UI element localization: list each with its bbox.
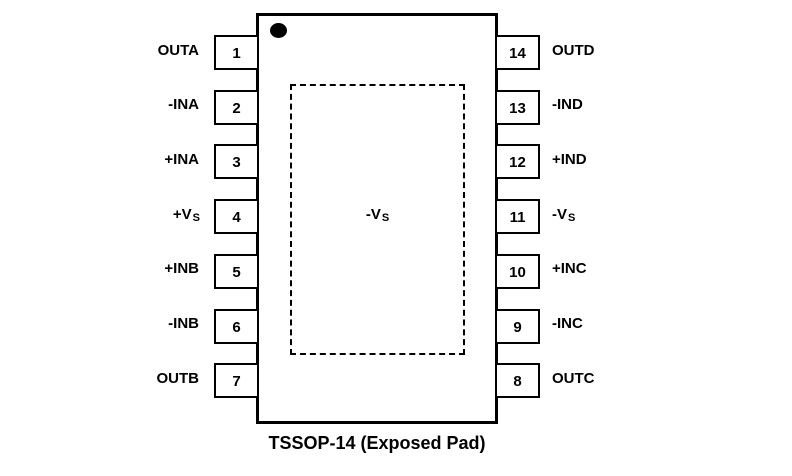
pin1-indicator-dot (270, 23, 287, 38)
pin-name-sub: S (192, 212, 200, 224)
package-caption: TSSOP-14 (Exposed Pad) (268, 433, 486, 453)
pin-label-10: +INC (552, 260, 588, 281)
pin-box-13: 13 (497, 90, 540, 125)
package-body (256, 13, 498, 424)
pin-number: 6 (232, 319, 241, 336)
pin-name: OUTD (552, 42, 595, 59)
pin-number: 11 (509, 209, 526, 226)
pin-name: OUTC (552, 370, 595, 387)
pin-name: -IND (552, 96, 583, 113)
pin-label-6: -INB (168, 315, 200, 336)
pin-box-11: 11 (497, 199, 540, 234)
pin-number: 12 (509, 154, 526, 171)
pin-label-2: -INA (168, 96, 200, 117)
pin-box-1: 1 (214, 35, 257, 70)
pin-name: -INA (168, 96, 199, 113)
pin-box-7: 7 (214, 363, 257, 398)
pin-box-14: 14 (497, 35, 540, 70)
pin-name: OUTB (156, 370, 200, 387)
pin-box-9: 9 (497, 309, 540, 344)
pin-name-sub: S (568, 212, 576, 224)
pin-box-10: 10 (497, 254, 540, 289)
pin-box-3: 3 (214, 144, 257, 179)
pin-label-12: +IND (552, 151, 588, 172)
pin-box-8: 8 (497, 363, 540, 398)
pin-name: +INB (164, 260, 199, 277)
pin-label-5: +INB (164, 260, 200, 281)
pin-label-11: -VS (552, 206, 575, 227)
pin-number: 5 (232, 264, 241, 281)
pin-number: 7 (232, 373, 241, 390)
pin-number: 13 (509, 100, 526, 117)
exposed-pad-outline (290, 84, 465, 355)
pin-label-1: OUTA (158, 42, 200, 63)
pin-box-12: 12 (497, 144, 540, 179)
pin-box-4: 4 (214, 199, 257, 234)
pin-number: 1 (232, 45, 241, 62)
pin-number: 14 (509, 45, 526, 62)
pin-label-7: OUTB (157, 370, 201, 391)
exposed-pad-label: -VS (290, 206, 465, 227)
pin-name: -INB (168, 315, 199, 332)
pin-label-8: OUTC (552, 370, 596, 391)
pin-label-4: +VS (173, 206, 200, 227)
pin-number: 10 (509, 264, 526, 281)
pin-name: +IND (552, 151, 587, 168)
pin-name: +INA (164, 151, 199, 168)
pin-name: +V (172, 206, 192, 223)
pin-number: 2 (232, 100, 241, 117)
pin-label-9: -INC (552, 315, 584, 336)
pin-number: 3 (232, 154, 241, 171)
pin-label-14: OUTD (552, 42, 596, 63)
pin-box-2: 2 (214, 90, 257, 125)
pin-label-13: -IND (552, 96, 584, 117)
exposed-pad-label-sub: S (381, 212, 390, 224)
pin-number: 9 (513, 319, 522, 336)
pin-name: -V (552, 206, 567, 223)
pin-label-3: +INA (164, 151, 200, 172)
pin-box-5: 5 (214, 254, 257, 289)
pin-name: -INC (552, 315, 583, 332)
pin-box-6: 6 (214, 309, 257, 344)
pin-name: OUTA (157, 42, 199, 59)
pin-number: 4 (232, 209, 241, 226)
pin-name: +INC (552, 260, 587, 277)
exposed-pad-label-main: -V (365, 206, 381, 223)
pin-number: 8 (513, 373, 522, 390)
